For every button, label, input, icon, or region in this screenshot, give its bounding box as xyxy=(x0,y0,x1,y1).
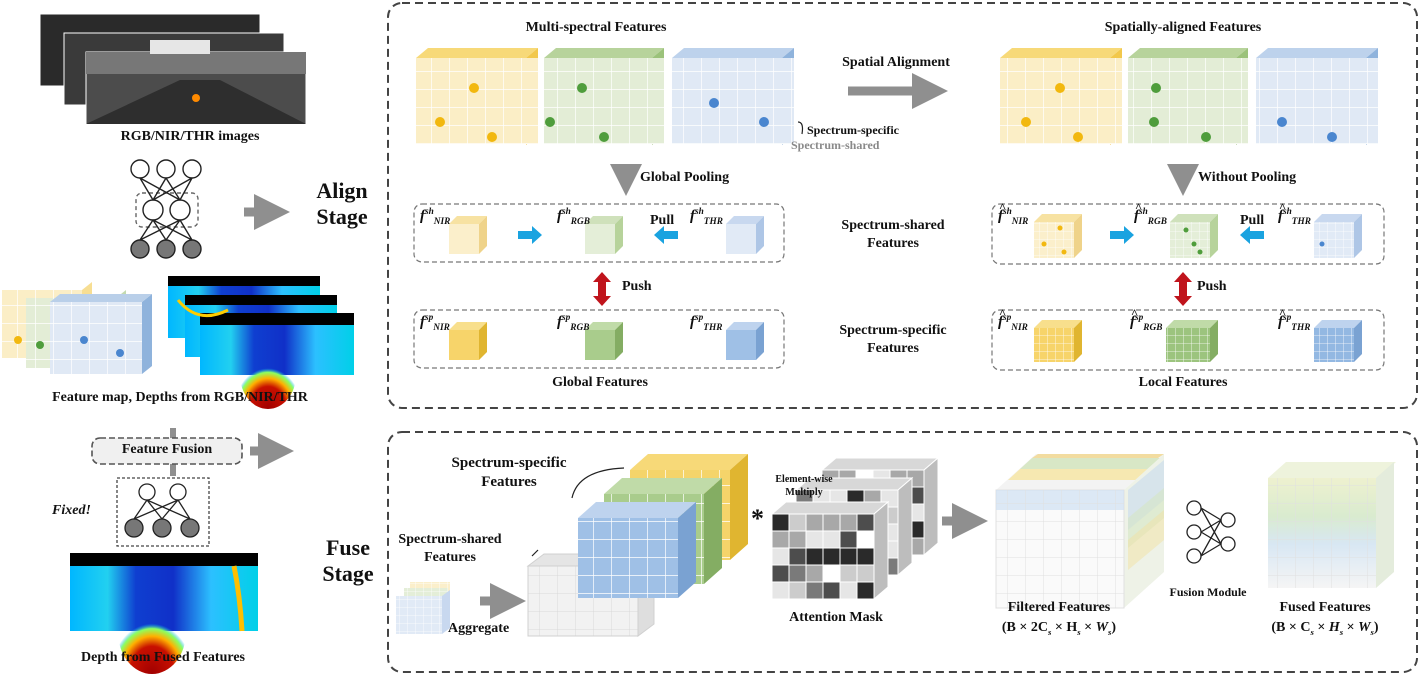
spatially-aligned-title: Spatially-aligned Features xyxy=(1104,20,1262,35)
fused-features-label: Fused Features xyxy=(1279,600,1371,615)
aggregate-label: Aggregate xyxy=(448,621,510,636)
filtered-features-label: Filtered Features xyxy=(1007,600,1111,615)
global-features-label: Global Features xyxy=(552,375,648,390)
spectrum-shared-features-label: Spectrum-shared Features xyxy=(841,218,945,252)
network-icon xyxy=(130,159,202,259)
pull-label-global: Pull xyxy=(650,213,675,228)
input-images-stack xyxy=(39,13,307,125)
align-stage-frame xyxy=(387,2,1418,409)
feature-fusion-label: Feature Fusion xyxy=(121,442,213,457)
push-label-local: Push xyxy=(1197,279,1227,294)
fused-features-cube xyxy=(1268,462,1396,588)
f-sp-rgb: fspRGB xyxy=(557,313,590,333)
element-wise-label: Element-wise Multiply xyxy=(775,474,833,498)
pull-label-local: Pull xyxy=(1240,213,1265,228)
f-sp-nir: fspNIR xyxy=(420,313,450,333)
local-specific-box xyxy=(991,309,1385,371)
f-hat-sh-thr: fshTHR xyxy=(1278,207,1311,228)
global-pooling-label: Global Pooling xyxy=(640,170,730,185)
push-label-global: Push xyxy=(622,279,652,294)
multi-spectral-cubes xyxy=(416,48,804,145)
fusion-module-label: Fusion Module xyxy=(1169,585,1247,599)
spatially-aligned-cubes xyxy=(1000,48,1378,145)
fixed-label: Fixed! xyxy=(52,503,91,518)
depth-maps xyxy=(168,276,354,409)
multi-spectral-title: Multi-spectral Features xyxy=(525,20,667,35)
global-specific-box xyxy=(413,309,785,369)
f-hat-sp-thr: fspTHR xyxy=(1278,313,1310,334)
local-shared-box xyxy=(991,203,1385,265)
f-hat-sh-rgb: fshRGB xyxy=(1134,207,1167,228)
attention-mask-cubes xyxy=(770,456,940,601)
fuse-specific-stack xyxy=(571,454,748,598)
f-sh-rgb: fshRGB xyxy=(557,207,590,227)
f-sh-nir: fshNIR xyxy=(420,207,451,227)
spectrum-specific-features-label: Spectrum-specific Features xyxy=(839,323,947,357)
without-pooling-label: Without Pooling xyxy=(1198,170,1297,185)
f-sp-thr: fspTHR xyxy=(690,313,723,333)
feature-fusion-box xyxy=(91,437,243,465)
spatial-alignment-label: Spatial Alignment xyxy=(842,55,950,70)
local-features-label: Local Features xyxy=(1138,375,1228,390)
feature-map-caption: Feature map, Depths from RGB/NIR/THR xyxy=(52,390,308,405)
spectrum-specific-tag: Spectrum-specific xyxy=(807,123,899,137)
local-specific-cubes xyxy=(1034,320,1362,362)
multiply-symbol: * xyxy=(751,504,764,533)
f-hat-sp-rgb: fspRGB xyxy=(1130,313,1162,334)
pull-arrows xyxy=(518,226,1264,244)
fuse-stage-frame xyxy=(387,431,1418,673)
fused-depth-caption: Depth from Fused Features xyxy=(81,650,245,665)
fused-dims: (B × Cs × Hs × Ws) xyxy=(1271,620,1379,637)
fixed-network-icon xyxy=(116,477,210,547)
align-stage-label: Align Stage xyxy=(316,178,368,229)
filtered-dims: (B × 2Cs × Hs × Ws) xyxy=(1001,620,1117,637)
push-arrows xyxy=(593,272,1192,306)
f-hat-sh-nir: fshNIR xyxy=(998,207,1028,228)
fuse-shared-stack xyxy=(396,582,450,634)
f-hat-sp-nir: fspNIR xyxy=(998,313,1028,334)
fuse-spectrum-shared-label: Spectrum-shared Features xyxy=(398,532,502,566)
local-shared-cubes xyxy=(1034,214,1362,258)
filtered-features-cube xyxy=(995,454,1164,609)
fuse-stage-label: Fuse Stage xyxy=(322,535,374,586)
images-caption: RGB/NIR/THR images xyxy=(120,129,260,144)
fusion-module-icon xyxy=(1186,500,1236,564)
fuse-spectrum-specific-label: Spectrum-specific Features xyxy=(451,455,567,490)
spectrum-shared-tag: Spectrum-shared xyxy=(791,138,880,152)
global-shared-box xyxy=(413,203,785,263)
fused-depth-map xyxy=(70,553,258,674)
f-sh-thr: fshTHR xyxy=(690,207,723,227)
global-specific-cubes xyxy=(449,322,764,360)
feature-map-cubes xyxy=(2,282,152,374)
global-shared-cubes xyxy=(449,216,764,254)
attention-mask-label: Attention Mask xyxy=(789,610,883,625)
